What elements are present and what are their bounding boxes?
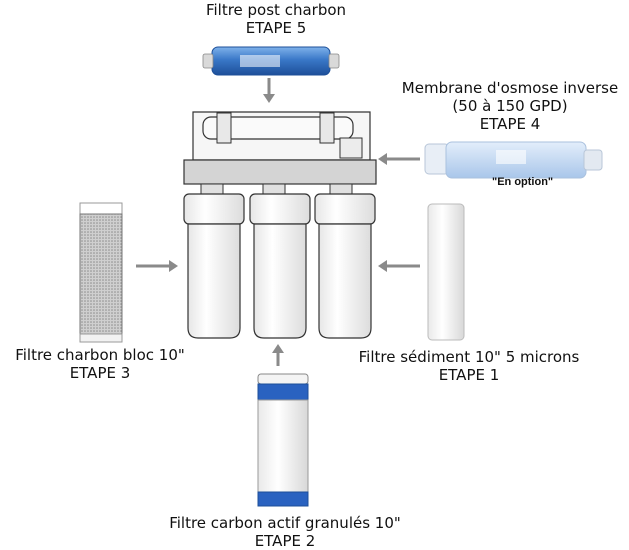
stage-3-name: Filtre charbon bloc 10": [15, 346, 185, 364]
mounting-bracket: [183, 111, 377, 185]
ro-membrane: [424, 141, 603, 179]
stage-4-capacity: (50 à 150 GPD): [452, 97, 568, 115]
stage-5-step: ETAPE 5: [245, 19, 307, 37]
arrow-left-icon: [378, 260, 420, 272]
arrow-up-icon: [272, 344, 284, 366]
stage-5-name: Filtre post charbon: [205, 1, 347, 19]
stage-4-label: Membrane d'osmose inverse (50 à 150 GPD)…: [394, 79, 626, 133]
arrow-left-icon: [378, 153, 420, 165]
stage-1-step: ETAPE 1: [438, 366, 500, 384]
housing-stage-3: [183, 183, 245, 339]
filter-housings: [183, 183, 376, 339]
stage-1-name: Filtre sédiment 10" 5 microns: [358, 348, 580, 366]
post-carbon-filter: [202, 46, 340, 76]
stage-4-name: Membrane d'osmose inverse: [401, 79, 619, 97]
stage-2-name: Filtre carbon actif granulés 10": [169, 514, 401, 532]
stage-5-label: Filtre post charbon ETAPE 5: [176, 1, 376, 37]
stage-4-step: ETAPE 4: [479, 115, 541, 133]
stage-2-step: ETAPE 2: [254, 532, 316, 550]
stage-3-label: Filtre charbon bloc 10" ETAPE 3: [2, 346, 198, 382]
stage-3-step: ETAPE 3: [69, 364, 131, 382]
stage-2-label: Filtre carbon actif granulés 10" ETAPE 2: [150, 514, 420, 550]
housing-stage-1: [314, 183, 376, 339]
arrow-right-icon: [136, 260, 178, 272]
housing-stage-2: [249, 183, 311, 339]
carbon-block-filter: [79, 202, 123, 343]
sediment-filter: [427, 203, 465, 341]
stage-4-optional-note: "En option": [492, 176, 554, 188]
flow-arrows: [136, 78, 420, 366]
stage-1-label: Filtre sédiment 10" 5 microns ETAPE 1: [344, 348, 594, 384]
arrow-down-icon: [263, 78, 275, 103]
gac-filter: [257, 373, 309, 507]
